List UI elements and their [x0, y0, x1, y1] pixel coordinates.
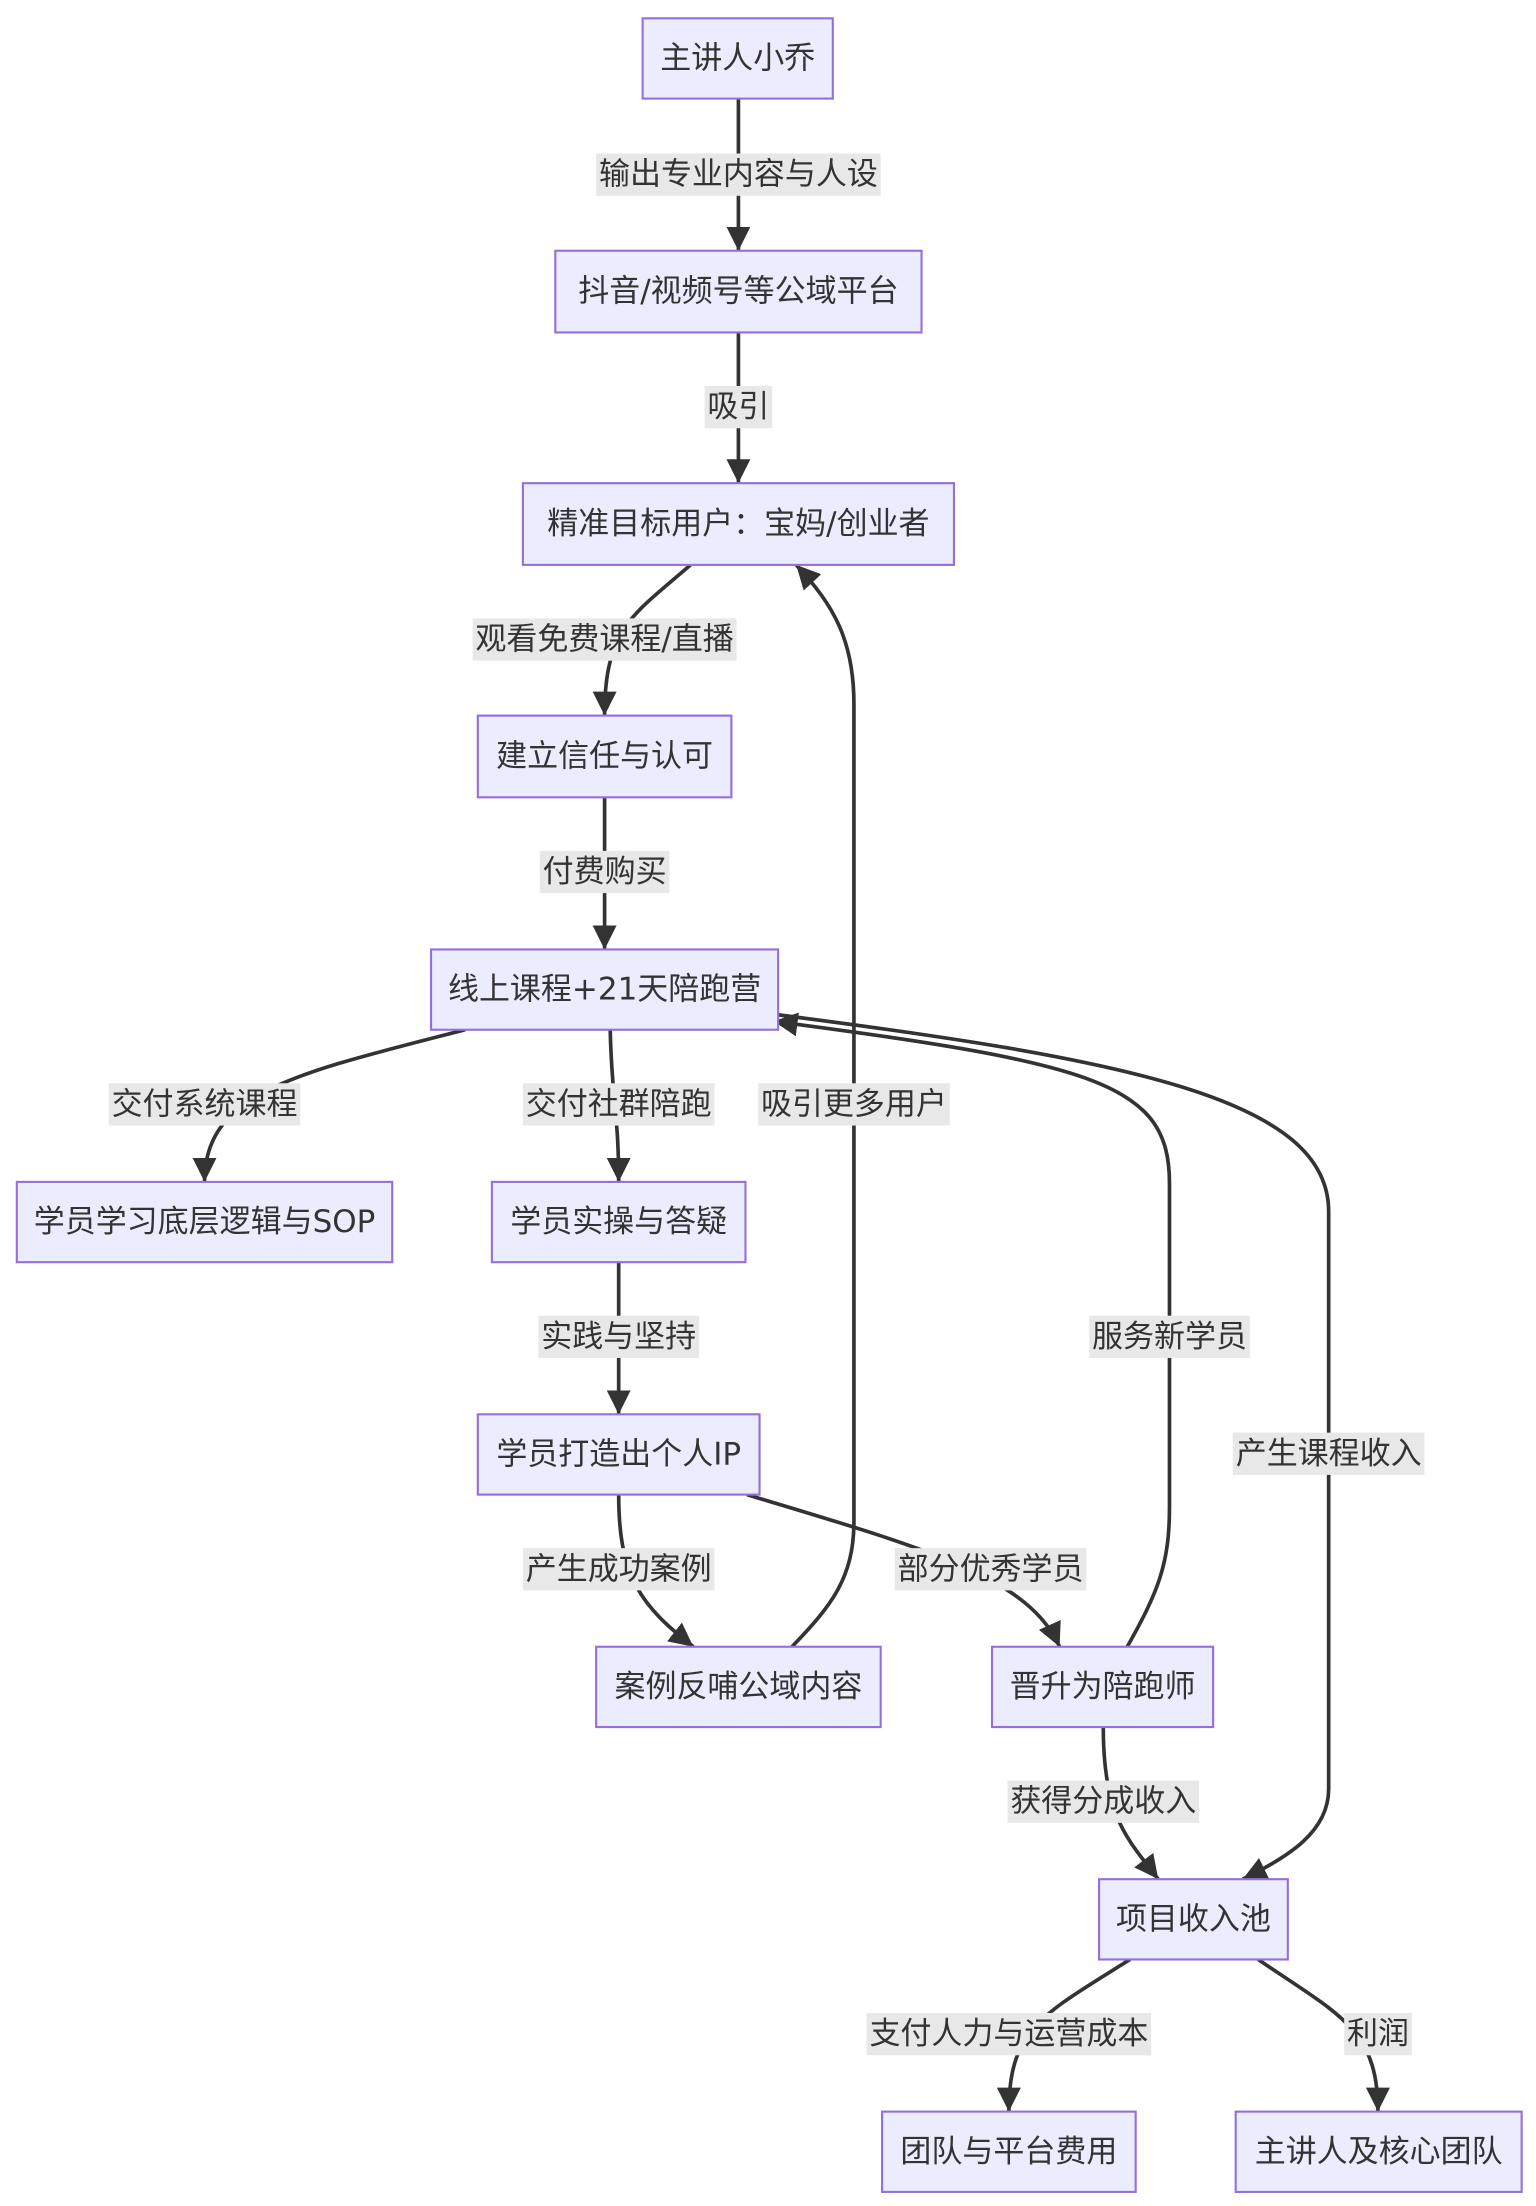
- edge-label-text: 部分优秀学员: [898, 1551, 1084, 1587]
- edge-label-background: [538, 1315, 699, 1358]
- edge-label-text: 支付人力与运营成本: [869, 2016, 1148, 2052]
- edge-label-text: 获得分成收入: [1010, 1784, 1196, 1820]
- node-label: 团队与平台费用: [900, 2134, 1117, 2170]
- node-box: [881, 2110, 1137, 2193]
- edge-label-text: 吸引更多用户: [761, 1086, 947, 1122]
- node-case-feedback: 案例反哺公域内容: [595, 1645, 882, 1729]
- edge-label-background: [894, 1548, 1087, 1591]
- edge-label-background: [758, 1083, 950, 1126]
- edge-label-course-to-practice: 交付社群陪跑: [522, 1083, 715, 1126]
- edge-label-background: [539, 850, 670, 894]
- edge-label-background: [1089, 1315, 1250, 1358]
- node-personal-ip: 学员打造出个人IP: [476, 1413, 761, 1496]
- node-box: [490, 1180, 747, 1264]
- node-label: 学员学习底层逻辑与SOP: [34, 1204, 376, 1240]
- node-speaker: 主讲人小乔: [641, 17, 834, 100]
- node-label: 晋升为陪跑师: [1010, 1669, 1196, 1705]
- edge-label-platform-to-users: 吸引: [704, 385, 773, 429]
- node-learn-sop: 学员学习底层逻辑与SOP: [15, 1180, 394, 1264]
- edge-label-case-to-users: 吸引更多用户: [758, 1083, 950, 1126]
- node-target-users: 精准目标用户：宝妈/创业者: [521, 482, 956, 566]
- edge-label-text: 利润: [1347, 2016, 1409, 2052]
- edge-label-practice-to-ip: 实践与坚持: [538, 1315, 699, 1358]
- edge-label-course-to-learn: 交付系统课程: [108, 1083, 301, 1126]
- edge-label-text: 输出专业内容与人设: [599, 157, 878, 193]
- node-label: 项目收入池: [1116, 1901, 1271, 1937]
- node-box: [641, 17, 834, 100]
- edge-label-users-to-trust: 观看免费课程/直播: [472, 618, 737, 661]
- node-platform: 抖音/视频号等公域平台: [554, 249, 923, 334]
- node-box: [476, 714, 733, 799]
- node-label: 主讲人及核心团队: [1255, 2134, 1503, 2170]
- edge-label-background: [596, 153, 881, 196]
- edge-label-trust-to-course: 付费购买: [539, 850, 670, 894]
- edge-label-background: [1232, 1432, 1425, 1475]
- edge-label-text: 实践与坚持: [541, 1319, 696, 1355]
- node-box: [1234, 2110, 1523, 2193]
- node-box: [521, 482, 956, 566]
- edge-labels: 输出专业内容与人设 吸引 观看免费课程/直播 付费购买 交付系统课程 交付社群陪…: [108, 153, 1425, 2056]
- node-label: 精准目标用户：宝妈/创业者: [547, 506, 929, 542]
- node-label: 学员实操与答疑: [510, 1204, 727, 1240]
- node-label: 线上课程+21天陪跑营: [448, 972, 761, 1008]
- node-trust: 建立信任与认可: [476, 714, 733, 799]
- edge-label-background: [1344, 2013, 1412, 2056]
- edge-coach-to-course: [773, 1012, 1172, 1648]
- edge-label-background: [704, 385, 773, 429]
- edge-label-revenue-to-core: 利润: [1344, 2013, 1412, 2056]
- edge-label-course-to-revenue: 产生课程收入: [1232, 1432, 1425, 1475]
- node-practice: 学员实操与答疑: [490, 1180, 747, 1264]
- edge-label-background: [522, 1083, 715, 1126]
- node-label: 案例反哺公域内容: [614, 1669, 862, 1705]
- node-core-team: 主讲人及核心团队: [1234, 2110, 1523, 2193]
- edge-label-background: [1007, 1780, 1200, 1823]
- node-label: 主讲人小乔: [660, 40, 815, 76]
- edge-label-text: 服务新学员: [1092, 1319, 1247, 1355]
- edge-label-background: [522, 1548, 715, 1591]
- node-box: [595, 1645, 882, 1729]
- edge-label-speaker-to-platform: 输出专业内容与人设: [596, 153, 881, 196]
- edge-label-coach-to-revenue: 获得分成收入: [1007, 1780, 1200, 1823]
- node-box: [15, 1180, 394, 1264]
- node-box: [429, 948, 780, 1031]
- node-box: [476, 1413, 761, 1496]
- node-revenue-pool: 项目收入池: [1097, 1878, 1289, 1961]
- node-box: [554, 249, 923, 334]
- edge-label-text: 交付系统课程: [112, 1086, 298, 1122]
- node-coach: 晋升为陪跑师: [990, 1645, 1215, 1729]
- node-team-platform-cost: 团队与平台费用: [881, 2110, 1137, 2193]
- edge-label-text: 吸引: [707, 389, 769, 425]
- edge-label-text: 产生课程收入: [1236, 1436, 1422, 1472]
- edge-label-text: 付费购买: [543, 854, 667, 890]
- node-course: 线上课程+21天陪跑营: [429, 948, 780, 1031]
- node-label: 抖音/视频号等公域平台: [578, 274, 898, 310]
- edge-label-text: 产生成功案例: [526, 1551, 712, 1587]
- edge-label-background: [866, 2013, 1152, 2056]
- node-box: [990, 1645, 1215, 1729]
- node-label: 学员打造出个人IP: [496, 1436, 741, 1472]
- edge-label-ip-to-coach: 部分优秀学员: [894, 1548, 1087, 1591]
- edge-label-background: [108, 1083, 301, 1126]
- edge-label-background: [472, 618, 737, 661]
- edge-label-coach-to-course: 服务新学员: [1089, 1315, 1250, 1358]
- nodes: 主讲人小乔 抖音/视频号等公域平台 精准目标用户：宝妈/创业者 建立信任与认可 …: [15, 17, 1523, 2193]
- edge-label-ip-to-case: 产生成功案例: [522, 1548, 715, 1591]
- edge-label-text: 交付社群陪跑: [526, 1086, 712, 1122]
- node-box: [1097, 1878, 1289, 1961]
- edge-course-to-revenue: [773, 1012, 1331, 1881]
- edge-label-text: 观看免费课程/直播: [475, 622, 733, 658]
- node-label: 建立信任与认可: [496, 738, 713, 774]
- edge-label-revenue-to-cost: 支付人力与运营成本: [866, 2013, 1152, 2056]
